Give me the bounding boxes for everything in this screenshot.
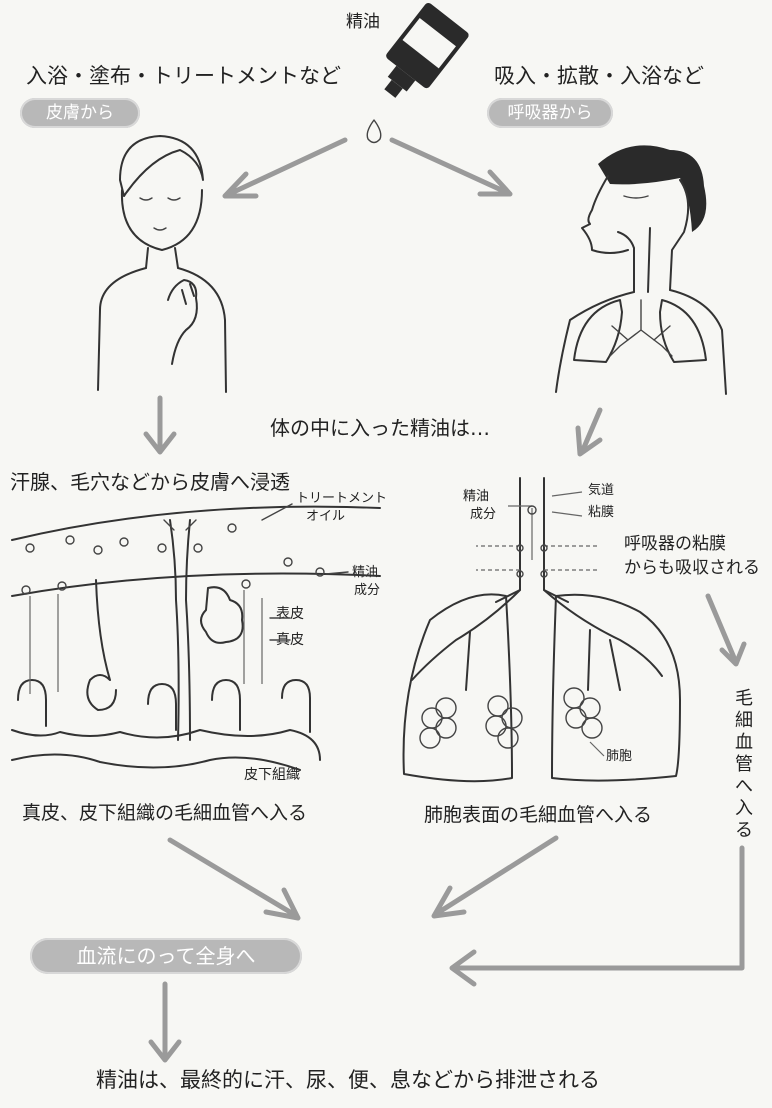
arrow-to-respiratory bbox=[392, 140, 510, 194]
woman-skin-illustration bbox=[98, 136, 226, 392]
oil-drop-icon bbox=[367, 120, 381, 143]
arrow-mucosa-down bbox=[708, 596, 744, 664]
arrow-blood-down bbox=[151, 984, 179, 1060]
arrow-resp-down bbox=[578, 410, 600, 454]
lung-illustration bbox=[404, 478, 680, 781]
arrow-to-skin bbox=[225, 140, 345, 196]
oil-bottle-icon bbox=[369, 1, 471, 110]
flow-arrows bbox=[146, 140, 744, 1060]
woman-respiratory-illustration bbox=[556, 145, 726, 394]
arrow-capillary-to-blood bbox=[452, 848, 742, 984]
arrow-skin-down bbox=[146, 398, 174, 452]
arrow-skin-to-blood bbox=[170, 840, 298, 918]
arrow-lung-to-blood bbox=[434, 838, 556, 916]
skin-cross-section bbox=[12, 504, 380, 770]
